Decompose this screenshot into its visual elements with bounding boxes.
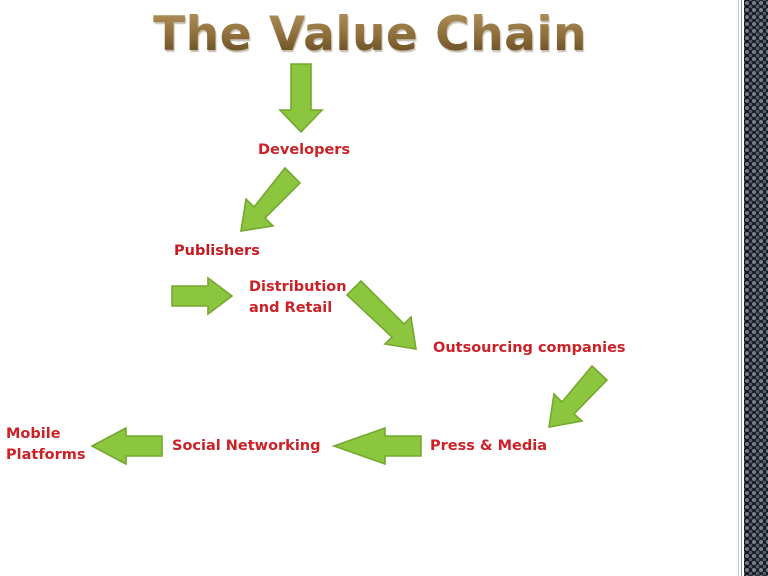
slide-edge-texture [744,0,768,576]
node-label-social-networking: Social Networking [172,438,321,454]
node-label-mobile-platforms: Mobile Platforms [6,426,86,463]
arrow-to-distribution-icon [171,276,234,316]
node-label-publishers: Publishers [174,243,260,259]
arrow-social-to-mobile-icon [90,426,163,466]
arrow-press-to-social-icon [331,426,422,466]
node-label-outsourcing-companies: Outsourcing companies [433,340,626,356]
node-label-distribution-and-retail: Distribution and Retail [249,279,347,316]
arrow-outsourcing-to-press-icon [548,364,609,428]
edge-divider-gap-inner [742,0,744,576]
edge-divider-gap-outer [739,0,741,576]
page-title: The Value Chain [0,6,740,64]
node-label-developers: Developers [258,142,351,158]
arrow-distribution-to-outsourcing-icon [345,279,417,350]
arrow-down-to-developers-icon [278,63,324,134]
edge-divider-outer [738,0,739,576]
arrow-developers-to-publishers-icon [240,166,302,232]
node-label-press-and-media: Press & Media [430,438,548,454]
edge-divider-inner [741,0,742,576]
